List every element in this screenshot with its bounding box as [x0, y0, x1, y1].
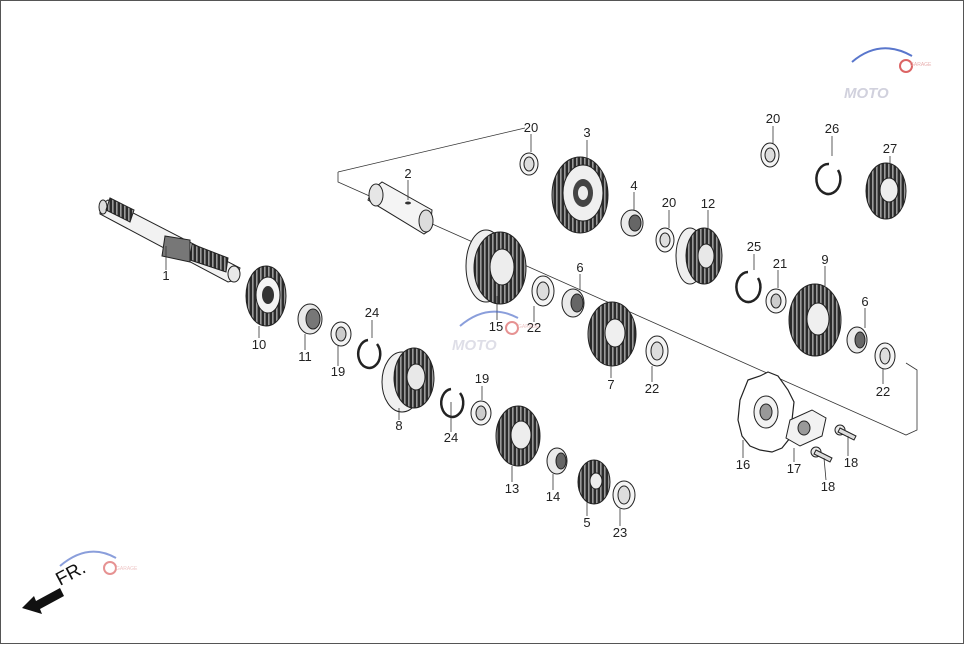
bolt-18-a	[834, 424, 857, 441]
circlip-24-a	[356, 338, 382, 370]
callout-26: 26	[825, 121, 839, 136]
gear-12	[675, 227, 723, 285]
main-shaft	[98, 197, 241, 283]
sprocket-16	[737, 371, 795, 453]
watermark-center: MOTO GARAGE	[452, 310, 540, 354]
gear-5	[577, 459, 611, 505]
callout-10: 10	[252, 337, 266, 352]
gear-15	[465, 229, 527, 305]
callout-20-a: 20	[524, 120, 538, 135]
gear-27	[865, 162, 907, 220]
callout-7: 7	[607, 377, 614, 392]
callout-19-a: 19	[331, 364, 345, 379]
bearing-4	[620, 209, 644, 237]
watermark-top-right: MOTO GARAGE	[844, 47, 932, 102]
callout-1: 1	[162, 268, 169, 283]
circlip-25	[735, 270, 762, 304]
callout-12: 12	[701, 196, 715, 211]
fr-label: FR.	[52, 558, 89, 591]
watermark-subtext: GARAGE	[910, 62, 932, 68]
bolt-18-b	[810, 446, 833, 463]
callout-20-c: 20	[766, 111, 780, 126]
callout-8: 8	[395, 418, 402, 433]
countershaft-bracket-top	[337, 127, 526, 173]
callout-16: 16	[736, 457, 750, 472]
countershaft-pin	[367, 181, 434, 235]
callout-19-b: 19	[475, 371, 489, 386]
callout-11: 11	[298, 349, 312, 364]
callout-21: 21	[773, 256, 787, 271]
callout-15: 15	[489, 319, 503, 334]
callout-18-b: 18	[821, 479, 835, 494]
callout-13: 13	[505, 481, 519, 496]
callout-24-b: 24	[444, 430, 458, 445]
callout-23: 23	[613, 525, 627, 540]
callout-3: 3	[583, 125, 590, 140]
gear-10	[245, 265, 287, 327]
washer-22-a	[531, 275, 555, 307]
washer-22-b	[645, 335, 669, 367]
watermark-text: MOTO	[844, 85, 889, 102]
callout-6-a: 6	[576, 260, 583, 275]
circlip-26	[815, 162, 842, 196]
lock-plate-17	[785, 409, 827, 447]
gear-13	[495, 405, 541, 467]
callout-22-c: 22	[876, 384, 890, 399]
watermark-text: MOTO	[452, 337, 497, 354]
washer-20-b	[655, 227, 675, 253]
washer-21	[765, 288, 787, 314]
callout-14: 14	[546, 489, 560, 504]
front-direction-arrow: FR.	[22, 558, 89, 614]
washer-20-c	[760, 142, 780, 168]
callout-4: 4	[630, 178, 637, 193]
watermark-subtext: GARAGE	[116, 566, 138, 572]
callout-9: 9	[821, 252, 828, 267]
callout-20-b: 20	[662, 195, 676, 210]
bearing-6-a	[561, 288, 585, 318]
gear-7	[587, 301, 637, 367]
callout-2: 2	[404, 166, 411, 181]
callout-22-a: 22	[527, 320, 541, 335]
watermark-bottom-left: GARAGE	[59, 550, 138, 575]
bearing-6-b	[846, 326, 868, 354]
washer-19-b	[470, 400, 492, 426]
leader-lines	[165, 126, 891, 526]
callout-17: 17	[787, 461, 801, 476]
callout-24-a: 24	[365, 305, 379, 320]
bearing-14	[546, 447, 568, 475]
circlip-24-b	[439, 387, 465, 419]
callout-18-a: 18	[844, 455, 858, 470]
callout-6-b: 6	[861, 294, 868, 309]
washer-20-a	[519, 152, 539, 176]
callout-5: 5	[583, 515, 590, 530]
bearing-11	[297, 303, 323, 335]
gear-9	[788, 283, 842, 357]
washer-23	[612, 480, 636, 510]
washer-19-a	[330, 321, 352, 347]
callout-25: 25	[747, 239, 761, 254]
callout-27: 27	[883, 141, 897, 156]
countershaft-bracket	[337, 172, 918, 436]
callout-22-b: 22	[645, 381, 659, 396]
gear-8	[381, 347, 435, 413]
washer-22-c	[874, 342, 896, 370]
gear-3	[551, 156, 609, 234]
watermark-subtext: GARAGE	[518, 324, 540, 330]
